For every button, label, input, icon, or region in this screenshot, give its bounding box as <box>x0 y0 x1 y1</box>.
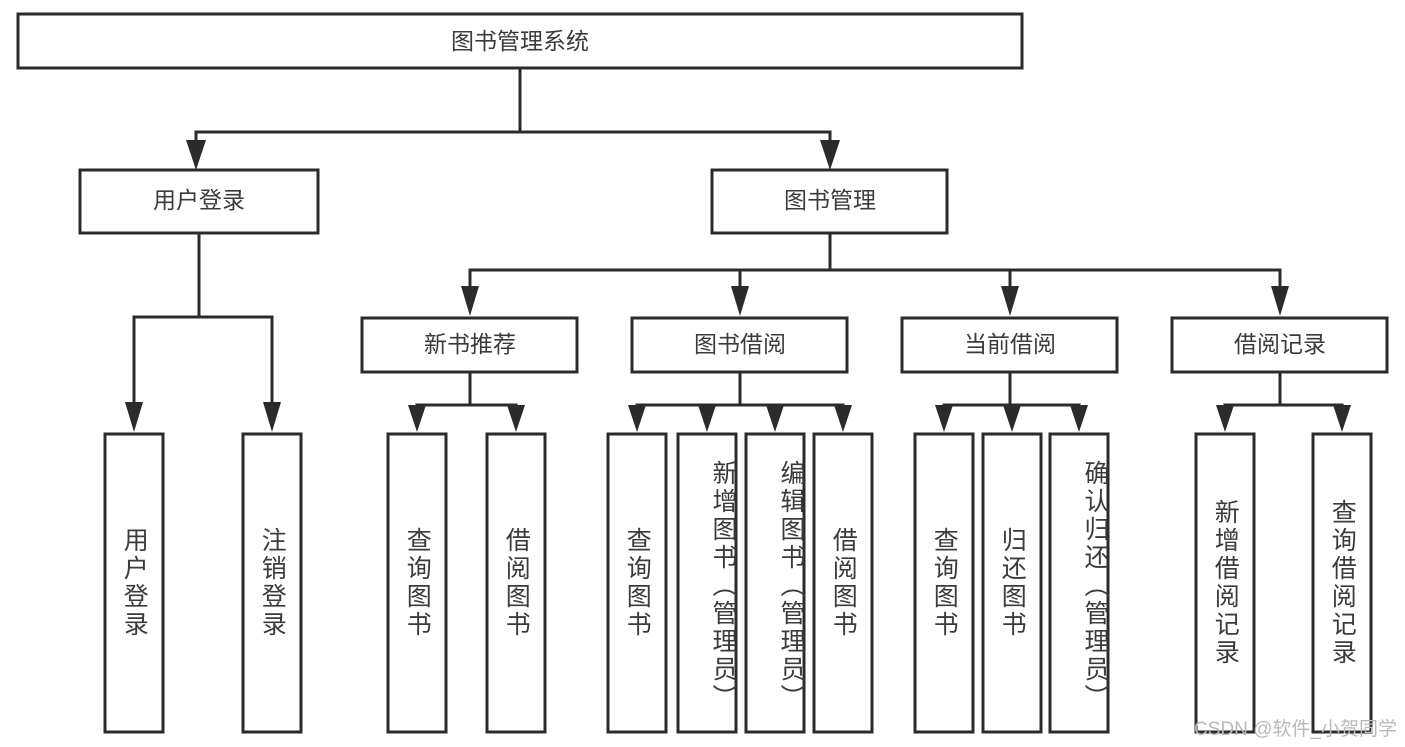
node-label-current-borrow: 当前借阅 <box>964 331 1056 357</box>
node-box-book-borrow[interactable] <box>630 316 849 374</box>
arrow-to-book-borrow <box>731 286 749 316</box>
leaf-box[interactable] <box>1311 432 1373 734</box>
node-box-new-book-recommend[interactable] <box>360 316 579 374</box>
watermark-text: CSDN @软件_小贺同学 <box>1194 719 1397 740</box>
node-label-new-book-recommend: 新书推荐 <box>424 331 516 357</box>
leaf-box[interactable] <box>103 432 165 734</box>
arrow-to-leaf-user-login <box>125 402 143 432</box>
leaf-box[interactable] <box>981 432 1043 734</box>
leaf-box[interactable] <box>386 432 448 734</box>
node-label-borrow-record: 借阅记录 <box>1234 331 1326 357</box>
arrow-to-current-borrow <box>1001 286 1019 316</box>
node-layer: 图书管理系统 用户登录 图书管理 新书推荐 图书借阅 当前借阅 借阅记录 <box>16 12 1389 374</box>
node-box-user-login[interactable] <box>78 168 320 235</box>
node-box-root[interactable] <box>16 12 1024 70</box>
arrow-to-new-book-rec <box>461 286 479 316</box>
arrow-to-user-login <box>186 140 206 170</box>
leaf-box[interactable] <box>744 432 806 734</box>
arrow-to-book-manage <box>820 140 840 170</box>
leaf-box[interactable] <box>913 432 975 734</box>
leaf-box[interactable] <box>676 432 738 734</box>
arrow-to-leaf-borrow-book-2 <box>834 405 852 432</box>
node-label-book-borrow: 图书借阅 <box>694 331 786 357</box>
arrow-to-leaf-query-book-2 <box>628 405 646 432</box>
arrow-to-leaf-edit-book <box>766 405 784 432</box>
arrow-to-leaf-return-book <box>1003 405 1021 432</box>
leaf-box[interactable] <box>241 432 303 734</box>
arrow-to-leaf-query-book-1 <box>408 405 426 432</box>
arrow-to-leaf-query-record <box>1333 405 1351 432</box>
leaf-box[interactable] <box>1194 432 1256 734</box>
arrow-to-leaf-borrow-book-1 <box>507 405 525 432</box>
node-label-user-login: 用户登录 <box>153 187 245 213</box>
leaf-box-layer <box>103 432 1373 734</box>
connector-layer <box>125 66 1351 432</box>
node-label-book-manage: 图书管理 <box>784 187 876 213</box>
node-label-root: 图书管理系统 <box>451 28 589 54</box>
arrow-to-leaf-query-book-3 <box>935 405 953 432</box>
node-box-borrow-record[interactable] <box>1170 316 1389 374</box>
arrow-to-borrow-record <box>1271 286 1289 316</box>
leaf-box[interactable] <box>1048 432 1110 734</box>
leaf-box[interactable] <box>485 432 547 734</box>
arrow-to-leaf-logout <box>263 402 281 432</box>
leaf-box[interactable] <box>812 432 874 734</box>
node-box-current-borrow[interactable] <box>900 316 1119 374</box>
arrow-to-leaf-confirm-return <box>1070 405 1088 432</box>
arrow-to-leaf-add-record <box>1216 405 1234 432</box>
leaf-box[interactable] <box>606 432 668 734</box>
arrow-to-leaf-add-book <box>698 405 716 432</box>
node-box-book-manage[interactable] <box>710 168 949 235</box>
